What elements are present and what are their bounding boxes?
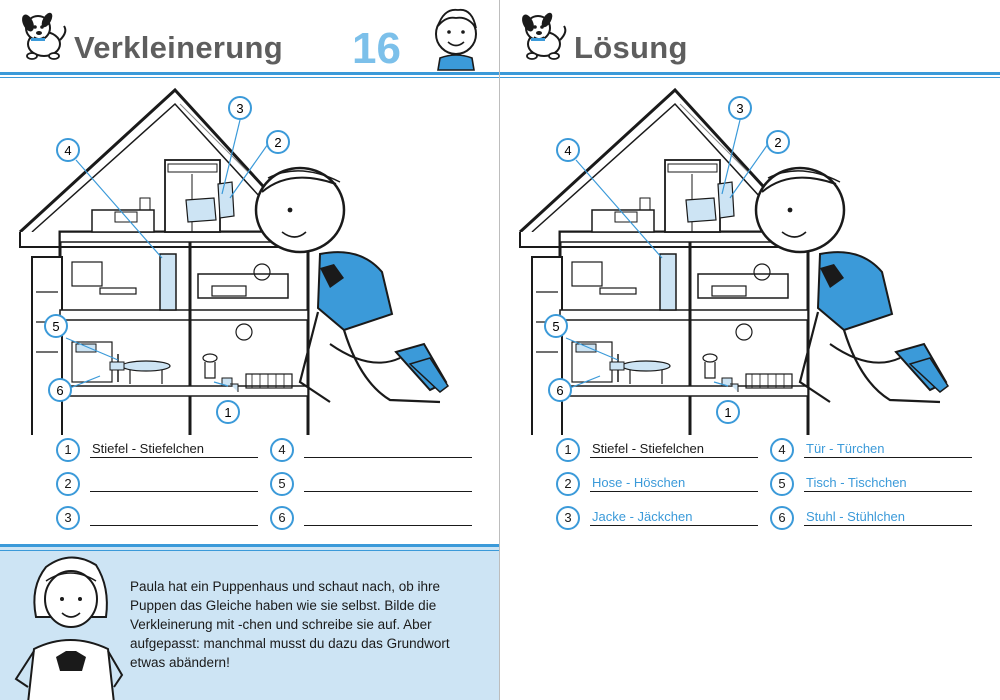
answer-line xyxy=(590,457,758,458)
answer-text: Stiefel - Stiefelchen xyxy=(92,441,205,456)
callout-6-label: 6 xyxy=(556,383,563,398)
boy-illustration-icon xyxy=(435,8,477,71)
header-rule xyxy=(500,72,1000,75)
answer-list: 1 Stiefel - Stiefelchen 2 3 4 5 6 xyxy=(0,438,499,538)
callout-3-label: 3 xyxy=(236,101,243,116)
answer-text: Stuhl - Stühlchen xyxy=(806,509,906,524)
callout-5-label: 5 xyxy=(52,319,59,334)
panel-rule xyxy=(0,550,499,551)
callout-1-label: 1 xyxy=(224,405,231,420)
dog-mascot-icon xyxy=(518,10,567,60)
answer-number: 3 xyxy=(556,506,580,530)
answer-blank-line[interactable] xyxy=(304,457,472,458)
solution-list: 1 Stiefel - Stiefelchen 2 Hose - Höschen… xyxy=(500,438,1000,538)
answer-line xyxy=(804,457,972,458)
callout-2: 2 xyxy=(766,130,790,154)
answer-number: 1 xyxy=(56,438,80,462)
answer-number: 3 xyxy=(56,506,80,530)
page-header: Lösung xyxy=(500,0,1000,80)
header-rule-thin xyxy=(0,77,499,78)
answer-number: 1 xyxy=(556,438,580,462)
callout-1-label: 1 xyxy=(724,405,731,420)
girl-illustration-icon xyxy=(15,556,123,700)
answer-text: Stiefel - Stiefelchen xyxy=(592,441,705,456)
answer-blank-line[interactable] xyxy=(304,525,472,526)
callout-markers: 1 2 3 4 5 6 xyxy=(544,96,790,424)
answer-text: Jacke - Jäckchen xyxy=(592,509,693,524)
callout-6-label: 6 xyxy=(56,383,63,398)
page-header: Verkleinerung 16 xyxy=(0,0,499,80)
answer-blank-line[interactable] xyxy=(90,525,258,526)
instruction-text: Paula hat ein Puppenhaus und schaut nach… xyxy=(130,579,450,670)
callout-2-label: 2 xyxy=(274,135,281,150)
answer-number: 4 xyxy=(270,438,294,462)
header-rule-thin xyxy=(500,77,1000,78)
callout-1: 1 xyxy=(716,400,740,424)
answer-text: Tisch - Tischchen xyxy=(806,475,907,490)
callout-4-label: 4 xyxy=(564,143,571,158)
callout-1: 1 xyxy=(216,400,240,424)
callout-3-label: 3 xyxy=(736,101,743,116)
callout-4: 4 xyxy=(56,138,80,162)
answer-line xyxy=(804,525,972,526)
answer-text: Hose - Höschen xyxy=(592,475,686,490)
callout-6: 6 xyxy=(548,378,572,402)
header-rule xyxy=(0,72,499,75)
instruction-panel: Paula hat ein Puppenhaus und schaut nach… xyxy=(0,544,499,700)
callout-markers: 1 2 3 4 5 6 xyxy=(44,96,290,424)
answer-blank-line[interactable] xyxy=(304,491,472,492)
solution-page: Lösung 1 2 3 4 5 6 1 Stiefel - Stiefelch… xyxy=(500,0,1000,700)
page-title: Verkleinerung xyxy=(74,30,283,65)
answer-line xyxy=(804,491,972,492)
callout-5: 5 xyxy=(544,314,568,338)
callout-5: 5 xyxy=(44,314,68,338)
page-title: Lösung xyxy=(574,30,688,65)
answer-number: 5 xyxy=(270,472,294,496)
answer-number: 4 xyxy=(770,438,794,462)
dog-mascot-icon xyxy=(18,10,67,60)
callout-2: 2 xyxy=(266,130,290,154)
answer-number: 6 xyxy=(270,506,294,530)
answer-line xyxy=(90,457,258,458)
callout-4-label: 4 xyxy=(64,143,71,158)
callout-5-label: 5 xyxy=(552,319,559,334)
callout-3: 3 xyxy=(228,96,252,120)
answer-number: 2 xyxy=(56,472,80,496)
answer-text: Tür - Türchen xyxy=(806,441,885,456)
answer-number: 5 xyxy=(770,472,794,496)
callout-2-label: 2 xyxy=(774,135,781,150)
exercise-page: Verkleinerung 16 1 2 3 4 5 6 1 Stiefel xyxy=(0,0,500,700)
answer-line xyxy=(590,525,758,526)
callout-3: 3 xyxy=(728,96,752,120)
answer-blank-line[interactable] xyxy=(90,491,258,492)
answer-number: 2 xyxy=(556,472,580,496)
dollhouse-illustration: 1 2 3 4 5 6 xyxy=(18,88,450,435)
answer-line xyxy=(590,491,758,492)
page-number: 16 xyxy=(352,24,401,73)
callout-4: 4 xyxy=(556,138,580,162)
dollhouse-illustration: 1 2 3 4 5 6 xyxy=(518,88,950,435)
answer-number: 6 xyxy=(770,506,794,530)
callout-6: 6 xyxy=(48,378,72,402)
